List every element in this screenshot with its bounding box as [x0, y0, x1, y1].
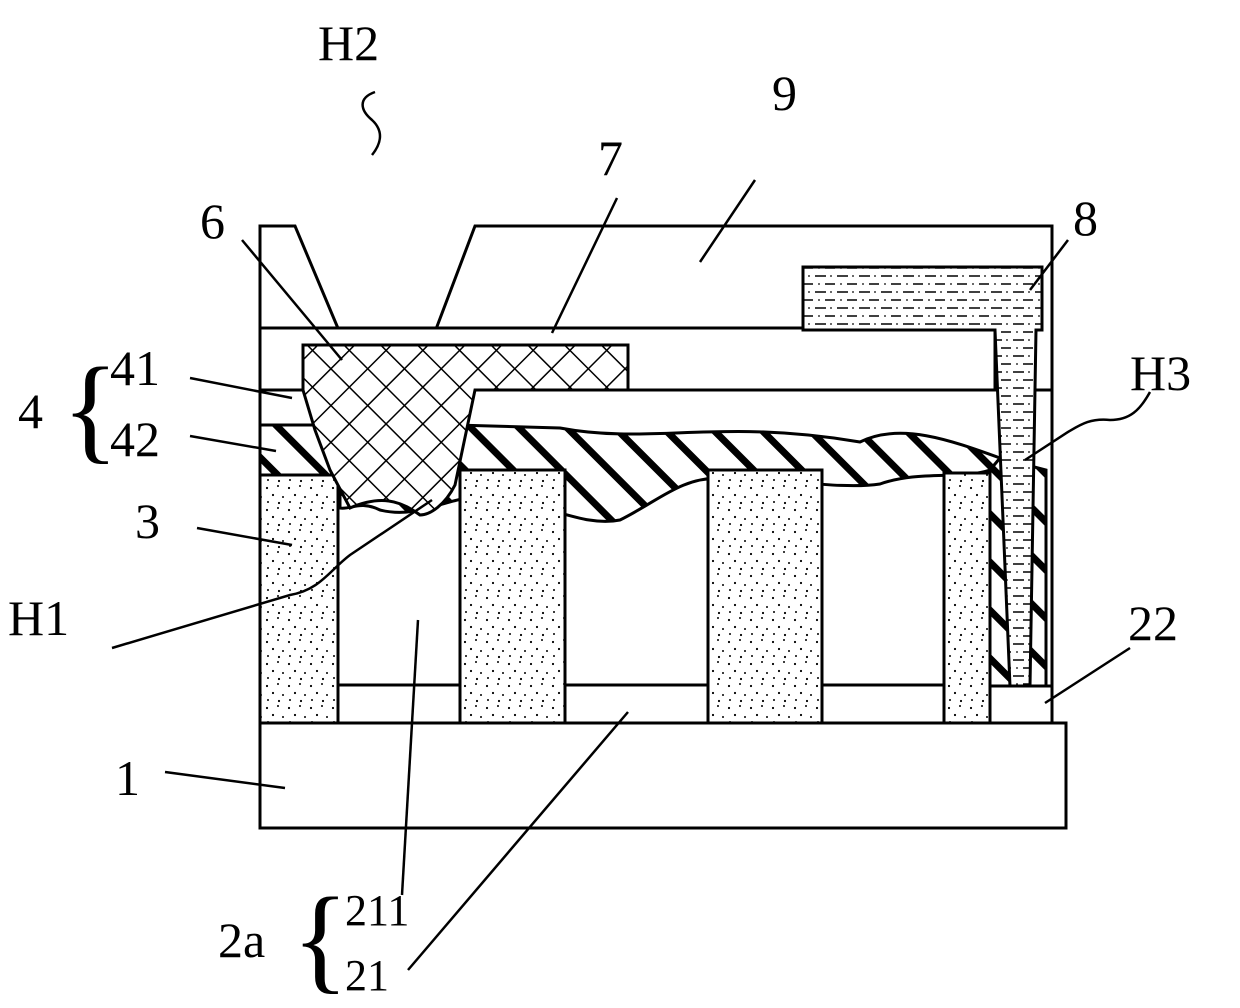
layer-21 [822, 685, 944, 723]
label-21: 21 [345, 951, 389, 1000]
label-211: 211 [345, 886, 409, 935]
label-h2: H2 [318, 15, 379, 71]
layer-21 [565, 685, 708, 723]
label-22: 22 [1128, 595, 1178, 651]
layer-22 [990, 686, 1052, 723]
label-h3: H3 [1130, 345, 1191, 401]
label-41: 41 [110, 340, 160, 396]
label-6: 6 [200, 193, 225, 249]
leader-h2 [363, 92, 380, 155]
leader-22 [1045, 648, 1130, 703]
label-h1: H1 [8, 590, 69, 646]
layer-21 [338, 685, 460, 723]
label-3: 3 [135, 493, 160, 549]
brace-2a: { [292, 873, 349, 1004]
label-1: 1 [115, 750, 140, 806]
pillar-3 [708, 470, 822, 723]
pillar-3 [260, 475, 338, 723]
label-9: 9 [772, 65, 797, 121]
pillar-3 [944, 473, 990, 723]
label-8: 8 [1073, 190, 1098, 246]
label-2a: 2a [218, 912, 265, 968]
label-7: 7 [598, 130, 623, 186]
pillar-3 [460, 470, 565, 723]
substrate-1 [260, 723, 1066, 828]
label-4: 4 [18, 383, 43, 439]
label-42: 42 [110, 411, 160, 467]
